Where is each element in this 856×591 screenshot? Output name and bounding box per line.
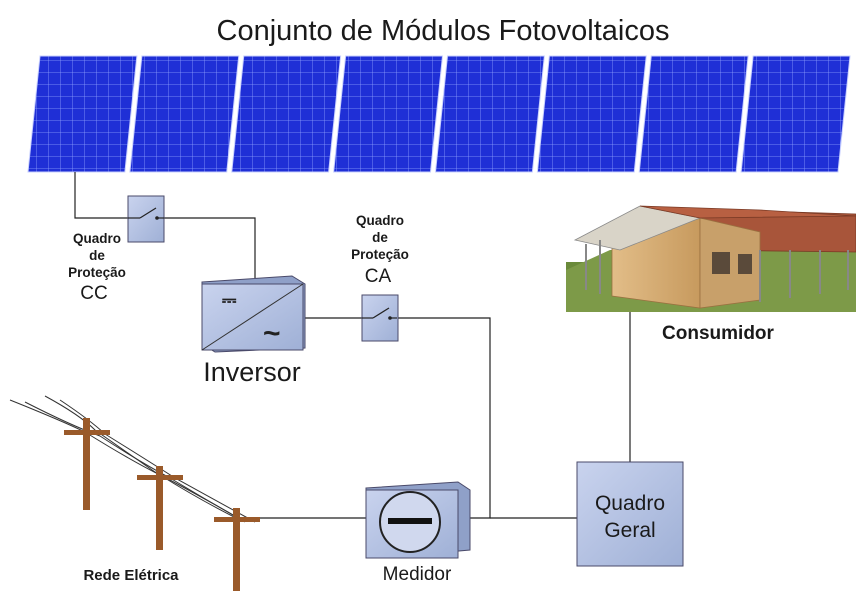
- solar-panel-module: [536, 55, 647, 173]
- grid-power-lines: [9, 395, 256, 523]
- meter-label: Medidor: [383, 564, 452, 585]
- grid-label: Rede Elétrica: [83, 567, 179, 584]
- window: [712, 252, 730, 274]
- solar-panel-module: [27, 55, 138, 173]
- protection-cc-line1: Quadro: [73, 231, 121, 246]
- solar-panel-module: [231, 55, 342, 173]
- switch-icon: [139, 207, 157, 219]
- solar-panel-module: [740, 55, 851, 173]
- wire-ca-to-meter: [397, 317, 491, 519]
- wire-cc-to-inverter: [163, 217, 256, 280]
- protection-ca-line1: Quadro: [356, 213, 404, 228]
- utility-pole-1: [64, 418, 110, 510]
- switch-icon: [372, 307, 390, 319]
- protection-box-cc-body: [127, 195, 165, 243]
- meter: Medidor: [365, 481, 471, 585]
- ac-symbol-icon: ~: [263, 317, 281, 350]
- utility-pole-2: [137, 466, 183, 550]
- main-panel: Quadro Geral: [576, 461, 684, 567]
- solar-panel-module: [333, 55, 444, 173]
- solar-panel-module: [129, 55, 240, 173]
- protection-cc-line2: de: [89, 248, 105, 263]
- main-panel-body: [576, 461, 684, 567]
- inverter-label: Inversor: [203, 357, 301, 387]
- consumer-house: Consumidor: [566, 205, 856, 344]
- solar-panel-array: [27, 55, 851, 173]
- diagram-title: Conjunto de Módulos Fotovoltaicos: [217, 15, 670, 47]
- protection-ca-line4: CA: [365, 266, 392, 287]
- protection-ca-line3: Proteção: [351, 247, 409, 262]
- protection-cc-label: Quadro de Proteção CC: [68, 231, 126, 304]
- protection-box-ca: [361, 294, 399, 342]
- protection-ca-label: Quadro de Proteção CA: [351, 213, 409, 287]
- power-cable: [9, 399, 241, 521]
- wire-panels-to-cc: [74, 172, 128, 219]
- protection-ca-line2: de: [372, 230, 388, 245]
- consumer-label: Consumidor: [662, 323, 774, 344]
- inverter: ⎓ ~ Inversor: [201, 275, 306, 387]
- protection-cc-line4: CC: [80, 283, 107, 304]
- main-panel-line2: Geral: [604, 519, 655, 542]
- solar-panel-module: [638, 55, 749, 173]
- protection-box-cc: [127, 195, 165, 243]
- dc-symbol-icon: ⎓: [222, 290, 237, 310]
- solar-panel-module: [434, 55, 545, 173]
- protection-cc-line3: Proteção: [68, 265, 126, 280]
- main-panel-line1: Quadro: [595, 492, 665, 515]
- utility-pole-3: [214, 508, 260, 591]
